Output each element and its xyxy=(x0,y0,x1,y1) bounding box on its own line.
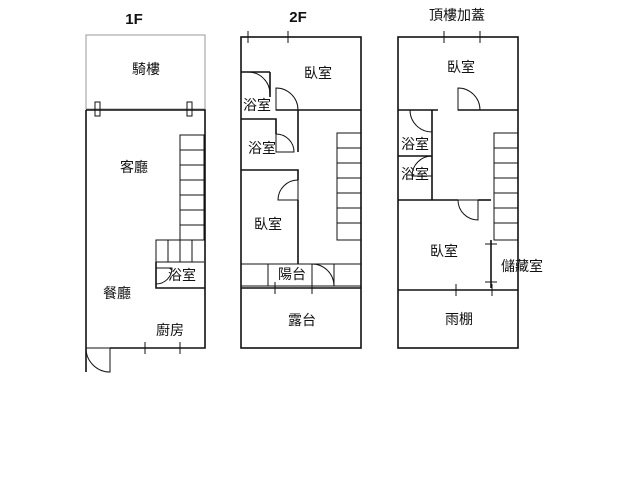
room-label-bath2-rooftop: 浴室 xyxy=(401,166,429,183)
door-1f-bath xyxy=(155,267,173,285)
door-rooftop-bedroom-top xyxy=(457,87,481,111)
staircase-rooftop xyxy=(493,132,519,241)
room-label-terrace: 露台 xyxy=(288,313,316,329)
room-label-bath-1f: 浴室 xyxy=(168,267,196,284)
room-label-dining: 餐廳 xyxy=(103,285,131,302)
floor-plan-1f: 1F 騎樓 客廳 xyxy=(85,11,206,373)
wall-2f-bath-divider xyxy=(241,118,277,134)
door-1f-front xyxy=(85,347,111,373)
wall-1f-bath xyxy=(155,262,205,289)
room-label-kitchen: 廚房 xyxy=(156,322,184,339)
door-rooftop-bath1 xyxy=(409,109,433,133)
column-1f-right xyxy=(186,101,193,117)
room-label-bedroom-mid-rooftop: 臥室 xyxy=(430,243,458,260)
door-2f-bedroom-top xyxy=(275,87,299,111)
room-label-bath1-2f: 浴室 xyxy=(243,97,271,114)
staircase-2f xyxy=(336,132,362,241)
room-label-arcade: 騎樓 xyxy=(132,62,160,78)
room-label-storage: 儲藏室 xyxy=(501,258,543,275)
wall-1f-outer xyxy=(86,109,206,349)
room-label-bedroom-top-rooftop: 臥室 xyxy=(447,59,475,76)
room-label-bath1-rooftop: 浴室 xyxy=(401,136,429,153)
column-1f-left xyxy=(94,101,101,117)
balcony-outline xyxy=(240,263,362,287)
door-rooftop-bath2 xyxy=(411,155,433,177)
door-2f-bedroom-mid xyxy=(277,179,299,201)
room-label-balcony: 陽台 xyxy=(278,267,306,283)
room-label-bedroom-mid-2f: 臥室 xyxy=(254,216,282,233)
arcade-outline xyxy=(85,34,206,110)
door-2f-bath2 xyxy=(275,133,295,153)
room-label-living: 客廳 xyxy=(120,159,148,176)
floor-plan-2f: 2F xyxy=(240,9,362,349)
door-2f-balcony xyxy=(311,263,335,287)
floor-title-1f: 1F xyxy=(125,11,143,28)
door-rooftop-bedroom-mid xyxy=(457,199,479,221)
floor-title-2f: 2F xyxy=(289,9,307,26)
floor-plan-rooftop: 頂樓加蓋 臥 xyxy=(397,8,543,349)
staircase-1f xyxy=(155,134,205,263)
door-2f-bath1 xyxy=(247,71,271,95)
floor-title-rooftop: 頂樓加蓋 xyxy=(429,8,485,24)
room-label-canopy: 雨棚 xyxy=(445,312,473,328)
room-label-bedroom-top-2f: 臥室 xyxy=(304,65,332,82)
wall-2f-bedroom-mid-top xyxy=(241,169,299,180)
room-label-bath2-2f: 浴室 xyxy=(248,140,276,157)
